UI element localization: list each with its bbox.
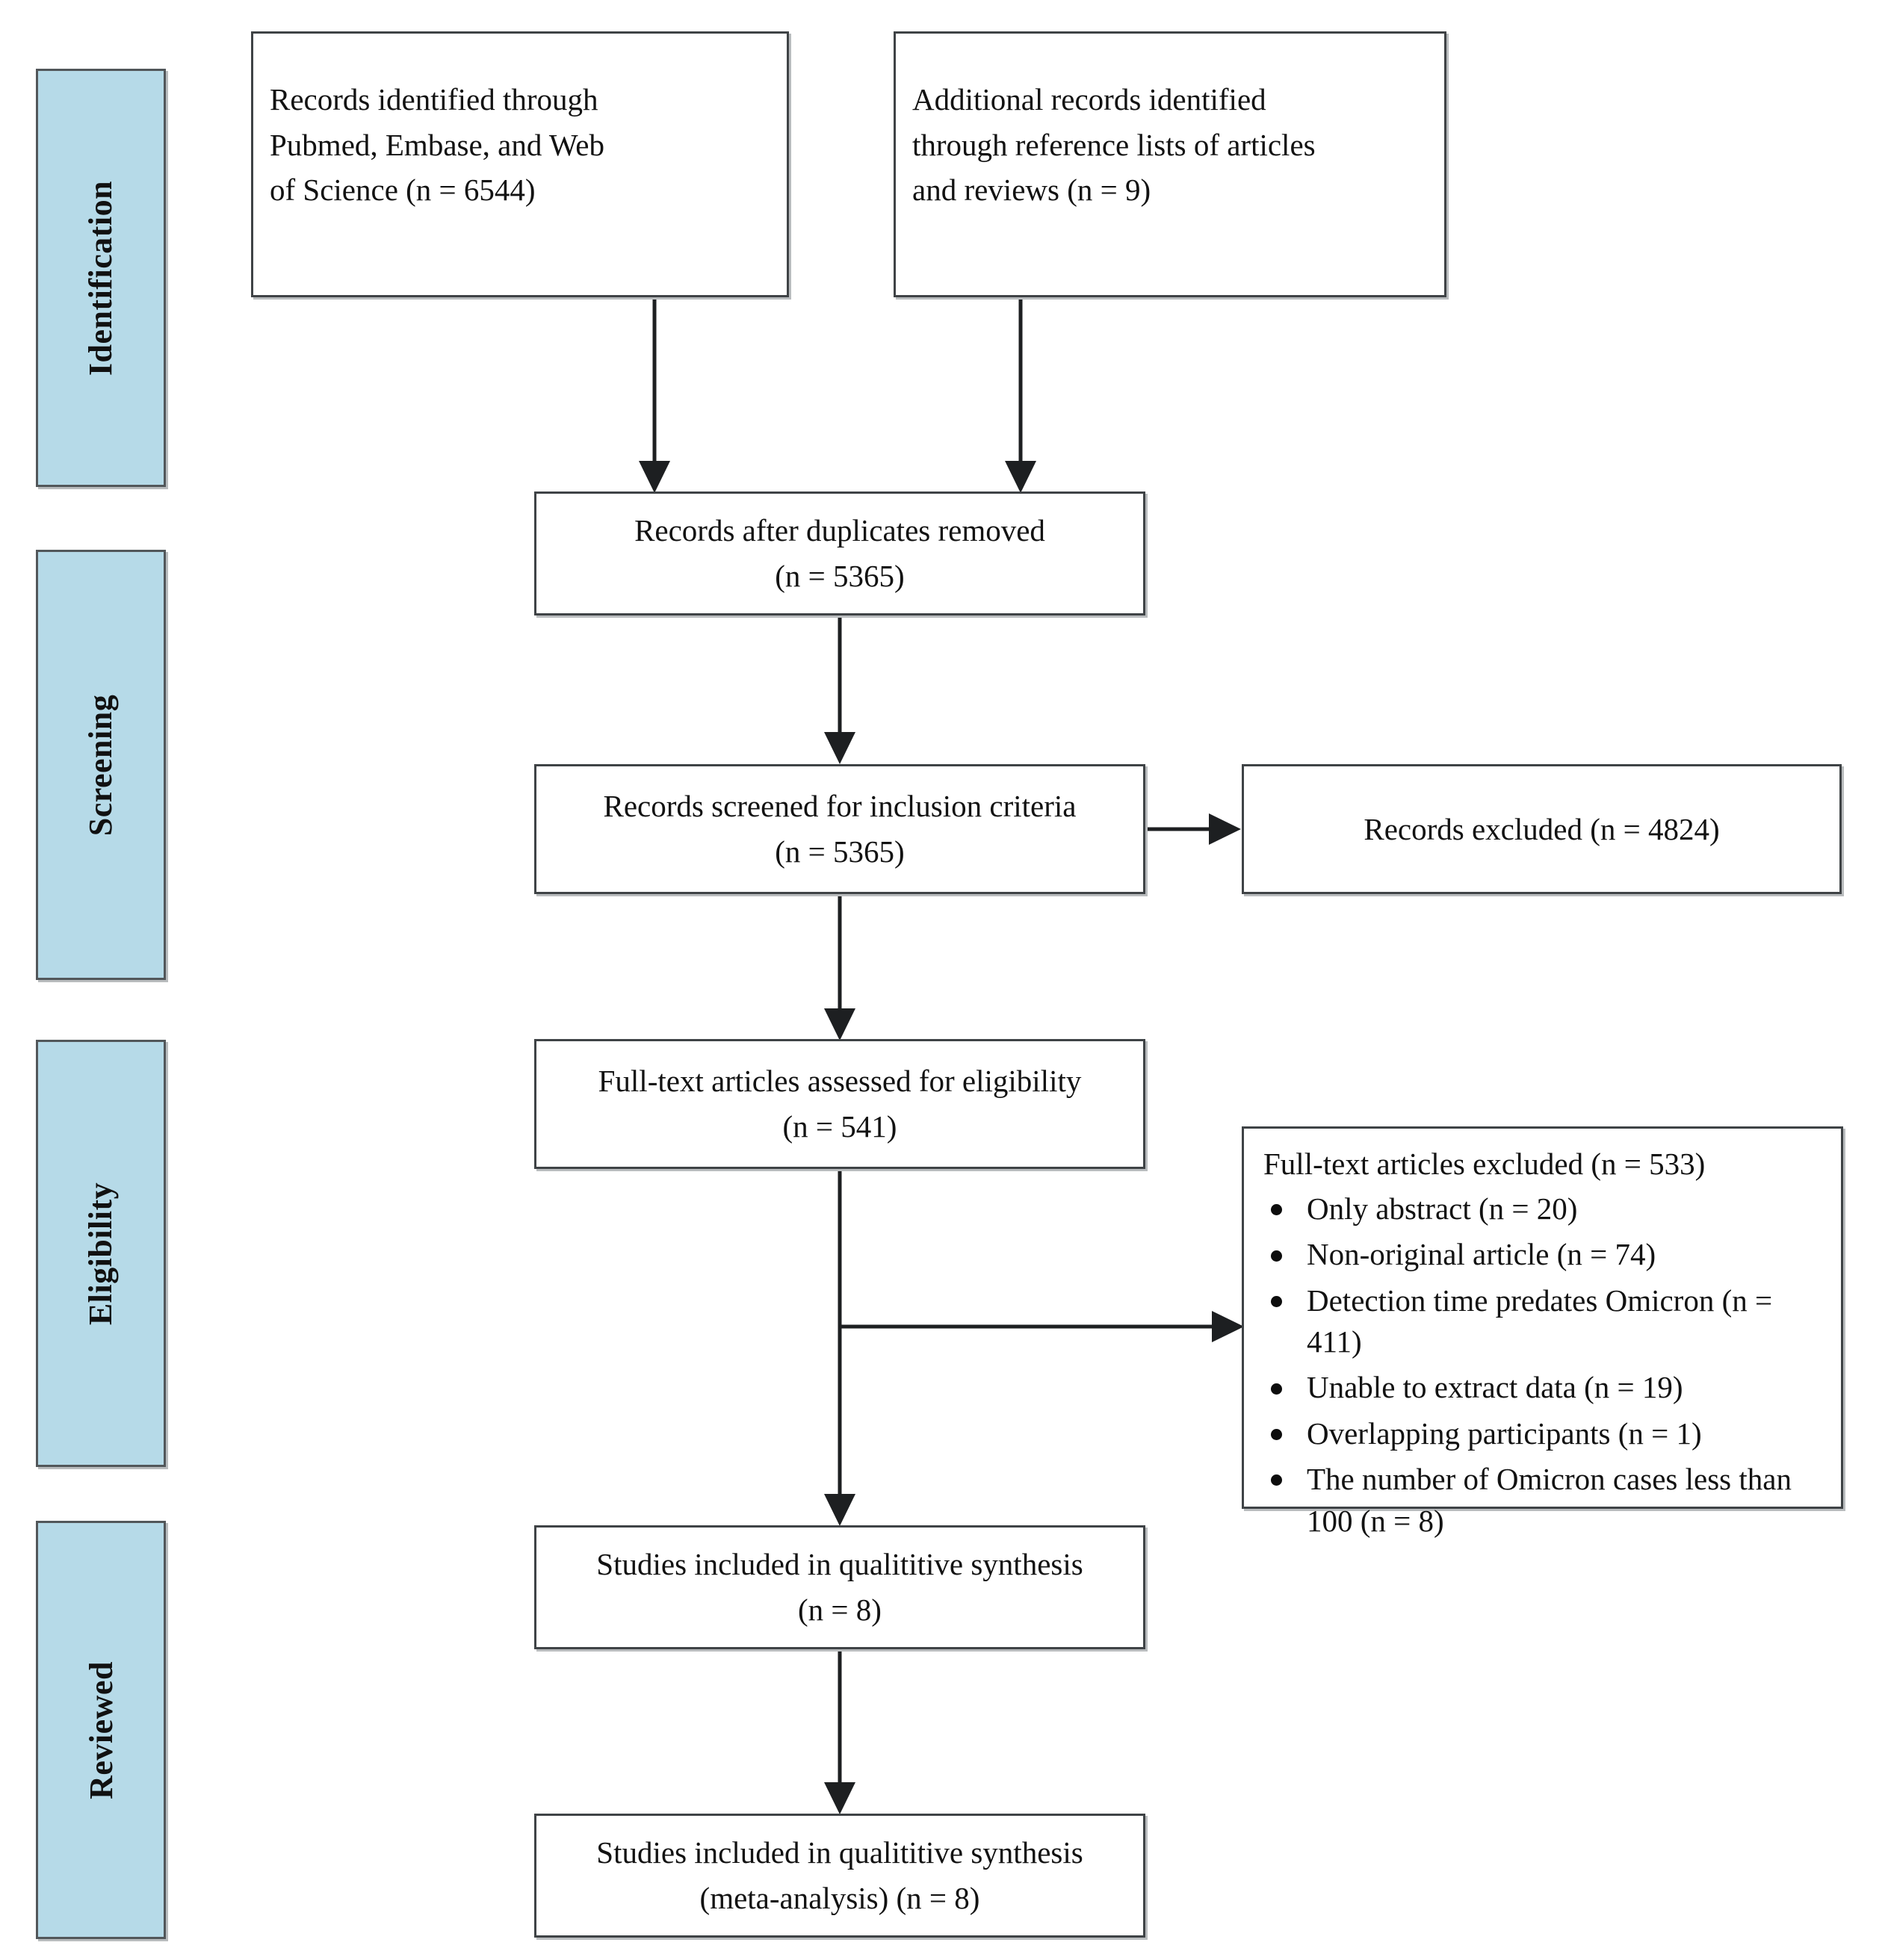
phase-label-identification-text: Identification xyxy=(82,180,120,376)
box-additional-records-identified: Additional records identified through re… xyxy=(894,31,1446,297)
records-screened-line2: (n = 5365) xyxy=(775,834,905,869)
bullet-icon xyxy=(1271,1474,1282,1486)
box-fulltext-excluded-reasons: Full-text articles excluded (n = 533) On… xyxy=(1242,1126,1843,1538)
records-excluded-line1: Records excluded (n = 4824) xyxy=(1364,811,1720,846)
records-after-duplicates-line1: Records after duplicates removed xyxy=(634,513,1045,548)
exclusion-reason-text: Detection time predates Omicron (n = 411… xyxy=(1307,1283,1773,1359)
box-qualitative-synthesis: Studies included in qualititive synthesi… xyxy=(534,1525,1145,1649)
exclusion-reason-item: Unable to extract data (n = 19) xyxy=(1260,1367,1826,1408)
phase-label-reviewed-text: Reviewed xyxy=(82,1660,120,1799)
additional-records-line3: and reviews (n = 9) xyxy=(912,173,1151,208)
exclusion-reason-item: Non-original article (n = 74) xyxy=(1260,1234,1826,1275)
exclusion-reason-text: Non-original article (n = 74) xyxy=(1307,1237,1656,1272)
box-records-excluded: Records excluded (n = 4824) xyxy=(1242,764,1842,894)
records-identified-databases-line2: Pubmed, Embase, and Web xyxy=(270,127,604,162)
exclusion-reason-text: The number of Omicron cases less than 10… xyxy=(1307,1462,1792,1538)
bullet-icon xyxy=(1271,1204,1282,1216)
exclusion-reason-text: Only abstract (n = 20) xyxy=(1307,1191,1578,1226)
exclusion-reason-text: Overlapping participants (n = 1) xyxy=(1307,1415,1702,1451)
phase-label-identification: Identification xyxy=(36,69,166,487)
bullet-icon xyxy=(1271,1250,1282,1262)
box-records-after-duplicates: Records after duplicates removed (n = 53… xyxy=(534,491,1145,615)
phase-label-screening-text: Screening xyxy=(82,694,120,836)
meta-analysis-line2: (meta-analysis) (n = 8) xyxy=(699,1881,980,1915)
fulltext-assessed-line1: Full-text articles assessed for eligibil… xyxy=(598,1064,1082,1099)
qualitative-synthesis-line1: Studies included in qualititive synthesi… xyxy=(596,1547,1083,1582)
fulltext-excluded-reason-list: Only abstract (n = 20) Non-original arti… xyxy=(1260,1188,1826,1542)
bullet-icon xyxy=(1271,1383,1282,1395)
fulltext-excluded-header: Full-text articles excluded (n = 533) xyxy=(1263,1147,1706,1181)
exclusion-reason-item: Only abstract (n = 20) xyxy=(1260,1188,1826,1229)
bullet-icon xyxy=(1271,1296,1282,1308)
box-records-identified-databases: Records identified through Pubmed, Embas… xyxy=(251,31,789,297)
phase-label-reviewed: Reviewed xyxy=(36,1521,166,1939)
box-fulltext-assessed: Full-text articles assessed for eligibil… xyxy=(534,1039,1145,1169)
phase-label-eligibility-text: Eligibility xyxy=(82,1182,120,1325)
bullet-icon xyxy=(1271,1429,1282,1441)
fulltext-assessed-line2: (n = 541) xyxy=(782,1109,897,1144)
exclusion-reason-item: Overlapping participants (n = 1) xyxy=(1260,1413,1826,1454)
exclusion-reason-item: Detection time predates Omicron (n = 411… xyxy=(1260,1280,1826,1363)
box-records-screened: Records screened for inclusion criteria … xyxy=(534,764,1145,894)
exclusion-reason-item: The number of Omicron cases less than 10… xyxy=(1260,1459,1826,1542)
box-meta-analysis: Studies included in qualititive synthesi… xyxy=(534,1814,1145,1938)
records-after-duplicates-line2: (n = 5365) xyxy=(775,559,905,593)
qualitative-synthesis-line2: (n = 8) xyxy=(798,1592,882,1627)
additional-records-line2: through reference lists of articles xyxy=(912,127,1316,162)
records-identified-databases-line3: of Science (n = 6544) xyxy=(270,173,536,208)
phase-label-eligibility: Eligibility xyxy=(36,1040,166,1467)
phase-label-screening: Screening xyxy=(36,550,166,980)
meta-analysis-line1: Studies included in qualititive synthesi… xyxy=(596,1835,1083,1870)
records-identified-databases-line1: Records identified through xyxy=(270,82,598,117)
additional-records-line1: Additional records identified xyxy=(912,82,1266,117)
exclusion-reason-text: Unable to extract data (n = 19) xyxy=(1307,1370,1683,1405)
records-screened-line1: Records screened for inclusion criteria xyxy=(603,789,1077,824)
